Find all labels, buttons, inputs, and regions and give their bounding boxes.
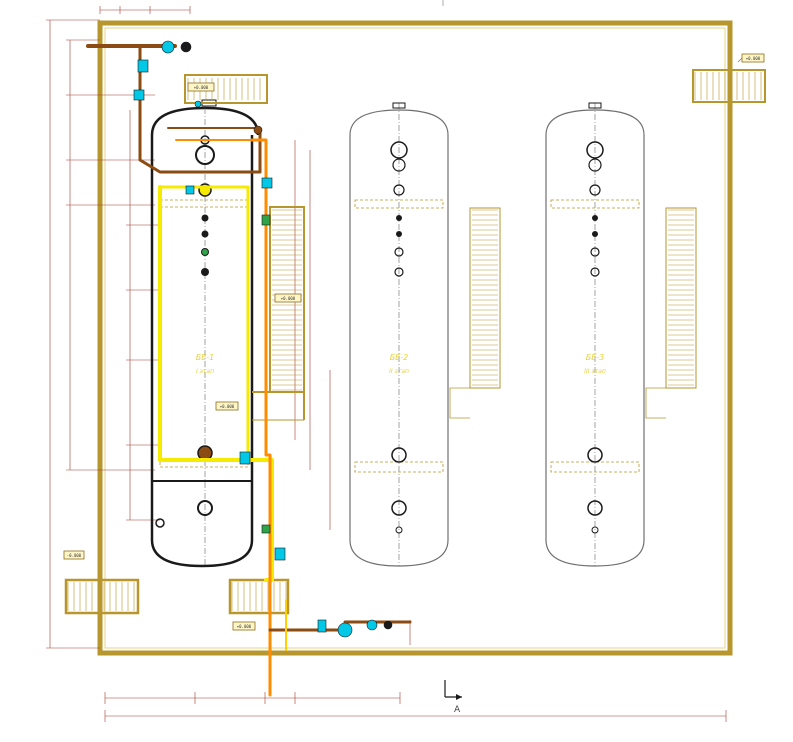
building-walls	[97, 0, 733, 656]
pipe-yellow-main	[158, 185, 274, 582]
elevation-tags: +0.000 +0.000 +0.000 -0.000 +0.000 +0.00…	[63, 53, 765, 631]
ladder-be2	[469, 207, 501, 389]
inner-wall	[104, 27, 726, 649]
vessel-be2: БЕ-2 II этап	[349, 102, 449, 567]
tag-mid-platform: +0.000	[237, 624, 252, 629]
vessel-be1: БЕ-1 I этап	[150, 99, 260, 568]
tag-top-platform: +0.000	[194, 85, 209, 90]
tag-ladder: +0.000	[281, 296, 296, 301]
ladder-rungs	[67, 72, 762, 611]
vessel-be2-name: БЕ-2	[390, 353, 409, 362]
outer-wall	[97, 20, 733, 656]
vessel-be3-name: БЕ-3	[586, 353, 605, 362]
section-label: А	[454, 705, 461, 715]
vessel-be1-subtitle: I этап	[196, 368, 214, 375]
tag-vessel: +0.000	[220, 404, 235, 409]
platform-mid	[228, 578, 290, 615]
piping	[86, 44, 412, 697]
vessel-be3: БЕ-3 III этап	[545, 102, 645, 567]
vessel-be2-subtitle: II этап	[389, 368, 409, 375]
stair-ladders	[64, 69, 766, 615]
section-marker: А	[444, 680, 462, 715]
platform-top	[184, 74, 268, 104]
ladder-be3	[665, 207, 697, 389]
platform-right	[692, 69, 766, 103]
vessel-be1-bottom-head	[150, 539, 254, 568]
vessel-be1-name: БЕ-1	[196, 353, 215, 362]
tag-right-platform: +0.000	[746, 56, 761, 61]
pipe-orange-main	[250, 138, 272, 697]
manhole-icon	[195, 145, 215, 165]
platform-left	[64, 578, 140, 615]
fittings	[133, 40, 393, 638]
vessel-be3-subtitle: III этап	[584, 368, 606, 375]
tag-left-platform: -0.000	[67, 553, 82, 558]
